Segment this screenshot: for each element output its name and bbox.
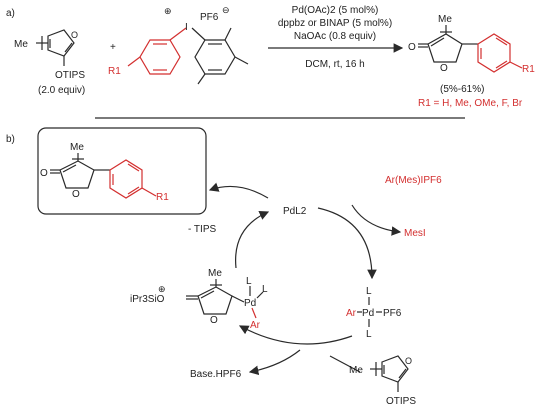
reagent-r1: R1 (108, 66, 121, 77)
svg-text:L: L (366, 286, 372, 297)
product-yield: (5%-61%) (440, 84, 484, 95)
reactant1-me: Me (14, 39, 28, 50)
condition-line-1: Pd(OAc)2 (5 mol%) (292, 5, 379, 16)
pd-intermediate: Me ⊕ iPr3SiO O Pd L L Ar (130, 268, 268, 331)
base-arrow (248, 349, 301, 376)
cycle-arrow-oxidative-addition (317, 207, 377, 280)
reactant-silyloxyfuran: Me O OTIPS (2.0 equiv) (14, 29, 85, 96)
product-r1: R1 (522, 64, 535, 75)
tips-loss: - TIPS (188, 224, 216, 235)
svg-text:O: O (405, 356, 412, 366)
cycle-arrow-transmetalation (238, 325, 353, 345)
byproduct-mesi: MesI (404, 228, 426, 239)
reagent-iodonium: ⊕ PF6 ⊖ R1 I (108, 5, 249, 85)
svg-text:Me: Me (70, 142, 84, 153)
reactant1-otips: OTIPS (55, 70, 85, 81)
svg-text:O: O (210, 315, 218, 326)
svg-text:PF6: PF6 (383, 308, 402, 319)
product-ring-o: O (440, 63, 448, 74)
svg-text:O: O (72, 189, 80, 200)
plus-sign: + (110, 42, 116, 53)
condition-line-2: dppbz or BINAP (5 mol%) (278, 18, 392, 29)
iodine-atom: I (185, 22, 188, 33)
product-butenolide: Me O O R1 (5%-61%) R1 = H, Me, OMe, F, B… (408, 14, 535, 109)
svg-text:L: L (366, 329, 372, 340)
cycle-arrow-reductive-elimination (235, 211, 270, 269)
svg-text:Ar: Ar (250, 320, 261, 331)
svg-text:Me: Me (208, 268, 222, 279)
svg-text:⊕: ⊕ (158, 284, 166, 294)
label-b: b) (6, 134, 15, 145)
label-a: a) (6, 8, 15, 19)
pd4-complex: L Ar Pd PF6 L (346, 286, 402, 340)
svg-text:⊕: ⊕ (164, 6, 172, 16)
arrow-to-product (208, 182, 269, 199)
condition-line-4: DCM, rt, 16 h (305, 59, 364, 70)
svg-text:Pd: Pd (362, 308, 374, 319)
svg-text:Ar: Ar (346, 308, 357, 319)
svg-text:Me: Me (349, 365, 363, 376)
svg-text:iPr3SiO: iPr3SiO (130, 294, 165, 305)
reactant1-equiv: (2.0 equiv) (38, 85, 85, 96)
reactant1-oxygen: O (71, 30, 78, 40)
base-byproduct: Base.HPF6 (190, 369, 242, 380)
product-carbonyl-o: O (408, 42, 416, 53)
boxed-product: Me O O R1 (40, 142, 169, 203)
svg-text:Pd: Pd (244, 298, 256, 309)
svg-text:L: L (246, 276, 252, 287)
product-me: Me (438, 14, 452, 25)
svg-text:O: O (40, 168, 48, 179)
svg-text:L: L (262, 284, 268, 295)
oxidant-arrow (351, 204, 402, 236)
product-substituents: R1 = H, Me, OMe, F, Br (418, 98, 523, 109)
nucleophile-silyloxyfuran: Me O OTIPS (329, 355, 416, 407)
svg-text:⊖: ⊖ (222, 5, 230, 15)
catalyst-pdl2: PdL2 (283, 206, 307, 217)
oxidant-label: Ar(Mes)IPF6 (385, 175, 442, 186)
svg-text:R1: R1 (156, 192, 169, 203)
condition-line-3: NaOAc (0.8 equiv) (294, 31, 376, 42)
reagent-pf6: PF6 (200, 12, 219, 23)
product-box (37, 127, 207, 215)
svg-text:OTIPS: OTIPS (386, 396, 416, 407)
